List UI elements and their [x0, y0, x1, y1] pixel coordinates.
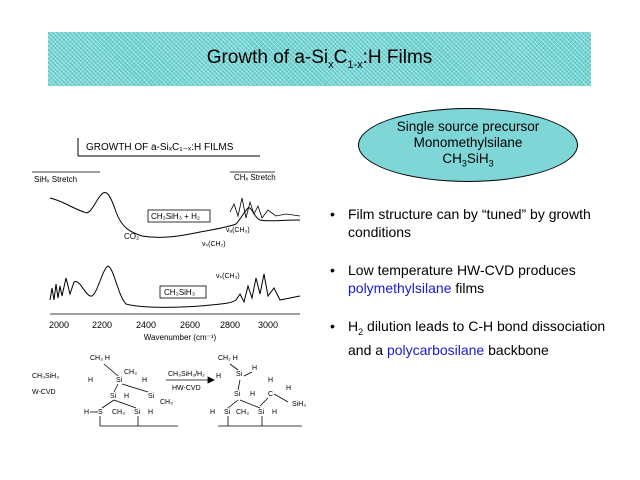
bullet-item-2: •Low temperature HW-CVD produces polymet…	[330, 262, 576, 296]
annotation-1: νₐ(CH₃)	[226, 227, 250, 234]
sih-stretch-label: SiHₓ Stretch	[34, 175, 77, 184]
bullet-item-3: •H2 dilution leads to C-H bond dissociat…	[330, 318, 606, 358]
tick-2200: 2200	[92, 320, 112, 330]
svg-text:Si: Si	[148, 393, 155, 400]
svg-text:H: H	[142, 377, 147, 384]
svg-text:Si: Si	[236, 371, 243, 378]
svg-text:CH₃: CH₃	[112, 409, 125, 416]
bullet-marker: •	[330, 318, 335, 334]
svg-text:H: H	[148, 409, 153, 416]
x-axis-label: Wavenumber (cm⁻¹)	[144, 333, 217, 342]
svg-text:Si: Si	[234, 391, 241, 398]
svg-text:H: H	[210, 409, 215, 416]
reaction-scheme: CH₃SiH₃ W-CVD CH₃ H CH₃ H Si H Si H Si C…	[32, 355, 306, 427]
tick-3000: 3000	[258, 320, 278, 330]
svg-text:Si: Si	[110, 393, 117, 400]
svg-text:CH₃: CH₃	[124, 369, 137, 376]
svg-text:CH₃ H: CH₃ H	[90, 355, 110, 362]
spectrum-1	[49, 192, 301, 238]
tick-2000: 2000	[49, 320, 69, 330]
svg-text:H: H	[252, 365, 257, 372]
svg-text:CH₂ H: CH₂ H	[218, 355, 238, 362]
svg-text:Si: Si	[134, 409, 141, 416]
svg-text:H: H	[84, 409, 89, 416]
figure-heading: GROWTH OF a-SiₓC₁₋ₓ:H FILMS	[86, 142, 234, 153]
co2-label: CO₂	[124, 232, 139, 241]
bullet-marker: •	[330, 262, 335, 278]
bullet-list: •Film structure can by “tuned” by growth…	[330, 205, 620, 379]
bullet-marker: •	[330, 206, 335, 222]
svg-text:H: H	[268, 377, 273, 384]
precursor-formula: CH3SiH3	[442, 150, 494, 169]
annotation-2: νₛ(CH₂)	[202, 241, 226, 248]
arrow-bottom-label: HW-CVD	[172, 385, 201, 392]
tick-2800: 2800	[220, 320, 240, 330]
svg-text:Si: Si	[224, 409, 231, 416]
svg-text:SiH₃: SiH₃	[292, 401, 306, 408]
slide-title: Growth of a-SixC1-x:H Films	[206, 47, 433, 71]
svg-text:Si: Si	[116, 377, 123, 384]
arrow-top-label: CH₃SiH₃/H₂	[168, 371, 205, 378]
svg-text:H: H	[272, 409, 277, 416]
svg-text:C: C	[268, 391, 273, 398]
box-label-2: CH₃SiH₃	[164, 288, 195, 297]
svg-text:Si: Si	[258, 409, 265, 416]
precursor-ellipse: Single source precursor Monomethylsilane…	[358, 108, 578, 182]
ir-spectra-figure: GROWTH OF a-SiₓC₁₋ₓ:H FILMS SiHₓ Stretch…	[32, 138, 306, 427]
tick-2600: 2600	[180, 320, 200, 330]
svg-text:H: H	[88, 377, 93, 384]
precursor-line-2: Monomethylsilane	[413, 134, 523, 150]
ch-stretch-label: CHₓ Stretch	[234, 173, 276, 182]
term-polymethylsilane: polymethylsilane	[348, 280, 452, 296]
bullet-item-1: •Film structure can by “tuned” by growth…	[330, 206, 591, 240]
method-label: W-CVD	[32, 389, 56, 396]
svg-text:H: H	[286, 385, 291, 392]
box-label-1: CH₃SiH₃ + H₂	[151, 212, 200, 221]
reactant-label: CH₃SiH₃	[32, 373, 59, 380]
svg-text:H: H	[250, 391, 255, 398]
svg-text:CH₃: CH₃	[160, 399, 173, 406]
tick-2400: 2400	[136, 320, 156, 330]
svg-text:S: S	[98, 409, 103, 416]
precursor-line-1: Single source precursor	[396, 118, 540, 134]
term-polycarbosilane: polycarbosilane	[386, 341, 485, 358]
spectrum-2	[49, 265, 301, 308]
svg-text:H: H	[216, 373, 221, 380]
svg-text:H: H	[124, 393, 129, 400]
svg-text:CH₃: CH₃	[236, 409, 249, 416]
annotation-3: νₛ(CH₃)	[216, 273, 240, 280]
title-banner: Growth of a-SixC1-x:H Films	[48, 32, 591, 86]
